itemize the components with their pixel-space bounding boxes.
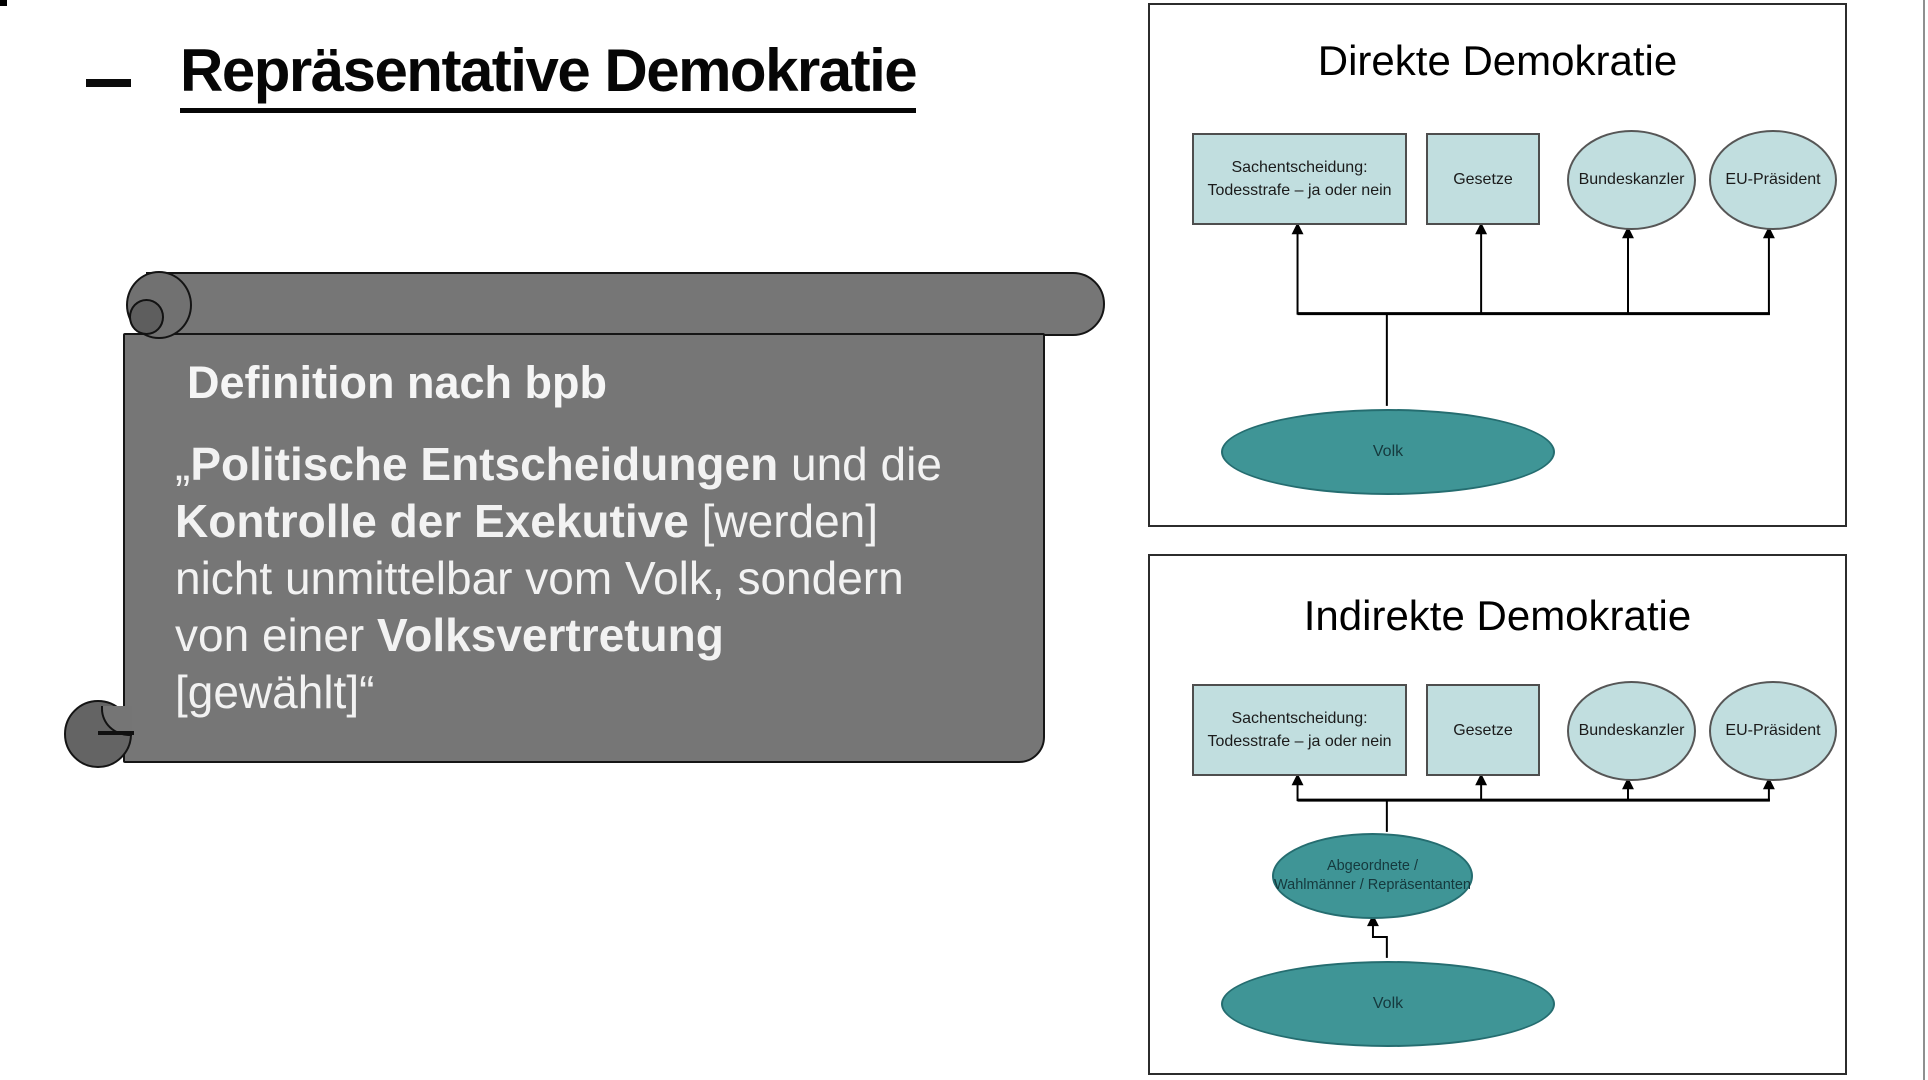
node-eu-praesident: EU-Präsident <box>1709 681 1837 781</box>
quote-line: nicht unmittelbar vom Volk, sondern <box>175 552 904 604</box>
node-gesetze: Gesetze <box>1426 684 1540 776</box>
node-bundeskanzler: Bundeskanzler <box>1567 130 1696 230</box>
node-gesetze: Gesetze <box>1426 133 1540 225</box>
quote-line: [gewählt]“ <box>175 666 375 718</box>
definition-quote: „Politische Entscheidungen und die Kontr… <box>175 436 1043 721</box>
node-label: Todesstrafe – ja oder nein <box>1207 182 1392 199</box>
quote-line: von einer Volksvertretung <box>175 609 724 661</box>
definition-heading: Definition nach bpb <box>187 357 607 408</box>
node-volk: Volk <box>1221 961 1555 1047</box>
node-label: Abgeordnete / <box>1326 858 1419 874</box>
scroll-top-roll <box>146 272 1105 336</box>
node-sachentscheidung: Sachentscheidung: Todesstrafe – ja oder … <box>1192 684 1407 776</box>
node-label: Todesstrafe – ja oder nein <box>1207 733 1392 750</box>
node-label: Sachentscheidung: <box>1231 710 1368 727</box>
quote-line: „Politische Entscheidungen und die <box>175 438 942 490</box>
scroll-top-curl <box>126 271 192 339</box>
node-abgeordnete: Abgeordnete / Wahlmänner / Repräsentante… <box>1272 833 1473 919</box>
indirect-democracy-title: Indirekte Demokratie <box>1303 592 1692 639</box>
direct-democracy-title: Direkte Demokratie <box>1317 37 1678 84</box>
node-label: Sachentscheidung: <box>1231 159 1368 176</box>
node-label: Wahlmänner / Repräsentanten <box>1274 877 1471 893</box>
direct-democracy-panel: Direkte Demokratie Sachentscheidung: Tod… <box>1148 3 1847 527</box>
indirect-connector-lines <box>1291 773 1775 958</box>
slide-right-edge-line <box>1923 0 1925 1080</box>
direct-connector-lines <box>1291 222 1775 406</box>
node-eu-praesident: EU-Präsident <box>1709 130 1837 230</box>
scroll-bottom-curl <box>64 700 134 768</box>
indirect-democracy-panel: Indirekte Demokratie Sachentscheidung: T… <box>1148 554 1847 1075</box>
node-sachentscheidung: Sachentscheidung: Todesstrafe – ja oder … <box>1192 133 1407 225</box>
page-title: Repräsentative Demokratie <box>180 36 918 113</box>
scroll-body: Definition nach bpb „Politische Entschei… <box>123 333 1045 763</box>
node-bundeskanzler: Bundeskanzler <box>1567 681 1696 781</box>
dash-icon <box>86 79 131 87</box>
corner-artifact <box>0 0 7 6</box>
quote-line: Kontrolle der Exekutive [werden] <box>175 495 879 547</box>
node-volk: Volk <box>1221 409 1555 495</box>
